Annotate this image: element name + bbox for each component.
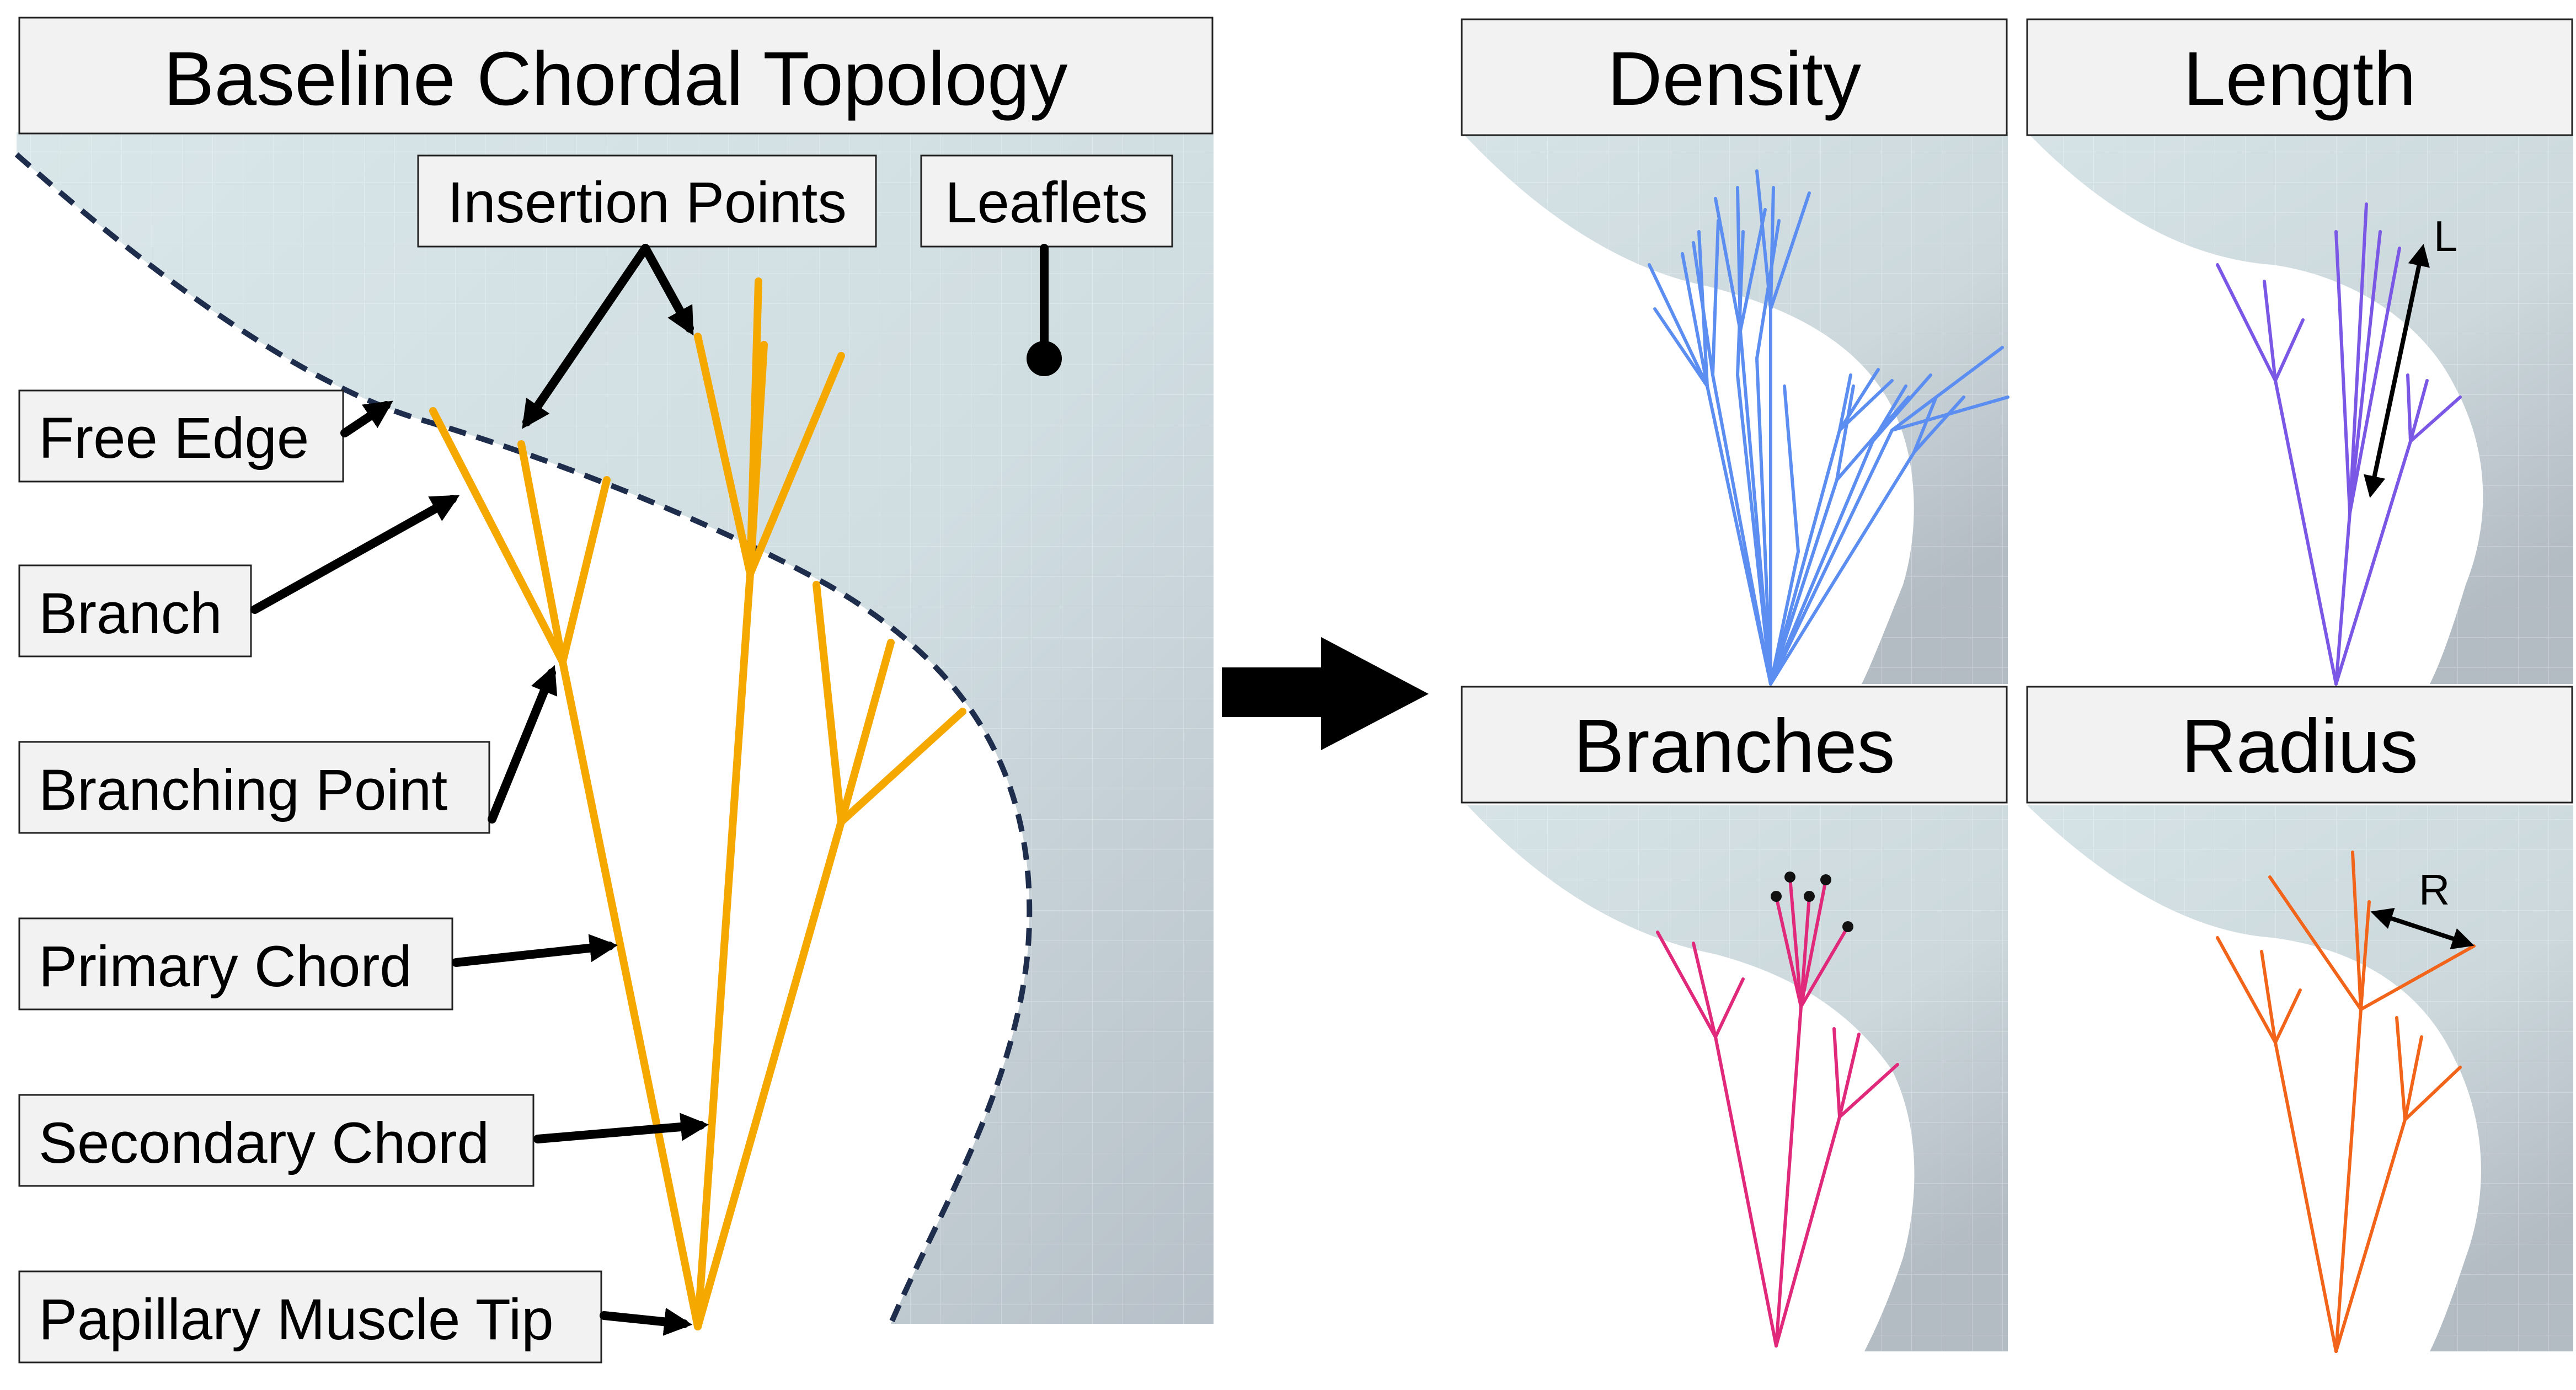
primary-chord-b <box>694 570 754 1330</box>
branch-tip-dots <box>1771 872 1853 932</box>
branch-line <box>813 581 845 826</box>
primary-chord-label: Primary Chord <box>39 934 412 999</box>
radius-title: Radius <box>2181 704 2418 789</box>
branches-title-box <box>1461 686 2008 804</box>
branch-line <box>746 352 845 578</box>
free-edge-arrow <box>340 400 393 437</box>
secondary-chord <box>694 818 845 1330</box>
transition-arrow-icon <box>1222 637 1429 750</box>
papillary-muscle-tip-label-box <box>18 1270 602 1364</box>
branch-arrow <box>250 495 460 614</box>
density-title: Density <box>1607 36 1861 121</box>
insertion-points-label-box <box>417 154 877 248</box>
branches-panel: Branches <box>1461 686 2008 1351</box>
main-title-box <box>18 17 1214 135</box>
radius-measure-arrow <box>2370 908 2475 949</box>
branch-label: Branch <box>39 581 222 646</box>
branch-line <box>837 639 895 826</box>
length-measure-arrow <box>2364 244 2430 498</box>
free-edge-line <box>14 152 1033 1325</box>
insertion-points-label: Insertion Points <box>447 170 847 235</box>
radius-annotation: R <box>2419 865 2450 914</box>
density-title-box <box>1461 18 2008 136</box>
branch-line <box>694 333 754 578</box>
branching-point-arrow <box>488 665 558 824</box>
insertion-points-arrow <box>641 244 694 336</box>
branch-line <box>517 440 566 666</box>
density-chords <box>1648 169 2010 686</box>
main-title: Baseline Chordal Topology <box>163 36 1067 121</box>
branch-line <box>837 708 966 826</box>
main-panel: Baseline Chordal Topology Insertion Poin… <box>14 17 1214 1364</box>
radius-title-box <box>2026 686 2573 804</box>
secondary-chord-label: Secondary Chord <box>39 1111 489 1175</box>
free-edge-label: Free Edge <box>39 406 309 471</box>
papillary-muscle-tip-label: Papillary Muscle Tip <box>39 1287 554 1352</box>
baseline-chords <box>429 277 966 1330</box>
length-title-box <box>2026 18 2573 136</box>
leaflets-pointer-dot <box>1027 341 1062 376</box>
length-panel: L Length <box>2026 18 2573 686</box>
radius-chords <box>2216 851 2476 1353</box>
branch-line <box>429 407 566 666</box>
radius-panel: R Radius <box>2026 686 2573 1353</box>
branch-line <box>559 476 611 666</box>
length-title: Length <box>2183 36 2416 121</box>
insertion-points-arrow <box>522 244 650 429</box>
density-panel: Density <box>1461 18 2010 686</box>
branching-point-label-box <box>18 741 490 834</box>
branching-point-label: Branching Point <box>39 758 447 822</box>
primary-chord-arrow <box>452 934 618 967</box>
secondary-chord-arrow <box>533 1113 709 1143</box>
primary-chord-label-box <box>18 917 453 1011</box>
branches-chords <box>1656 875 1899 1348</box>
primary-chord-a <box>559 658 702 1330</box>
length-annotation: L <box>2434 212 2457 260</box>
leaflets-label: Leaflets <box>945 170 1148 235</box>
branches-title: Branches <box>1574 704 1895 789</box>
papillary-muscle-tip-arrow <box>600 1307 693 1336</box>
secondary-chord-label-box <box>18 1094 535 1187</box>
branch-line <box>746 341 768 578</box>
